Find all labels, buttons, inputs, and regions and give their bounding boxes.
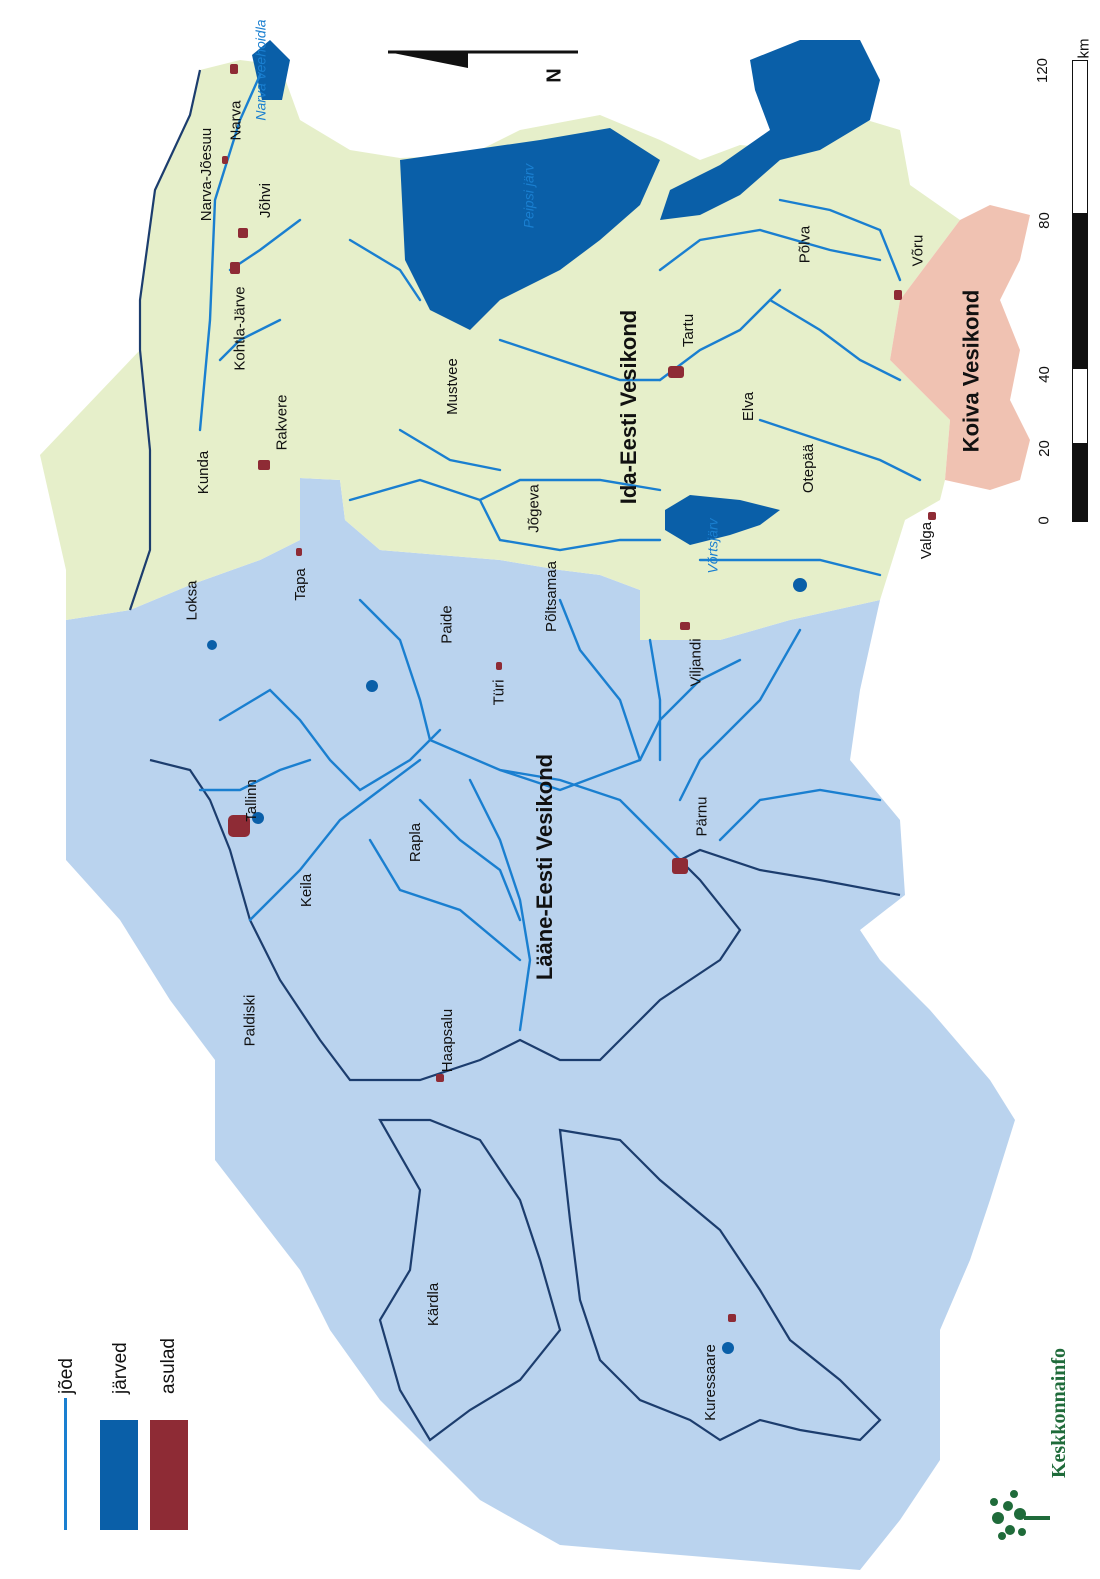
legend-rivers-label: jõed	[56, 1358, 77, 1394]
town-turi: Türi	[490, 679, 508, 706]
koiva-basin	[890, 205, 1030, 490]
town-narva-joesuu: Narva-Jõesuu	[198, 127, 216, 222]
town-mustvee: Mustvee	[443, 358, 461, 415]
town-haapsalu: Haapsalu	[439, 1008, 457, 1073]
town-paide: Paide	[438, 605, 456, 644]
laane-eesti-basin	[66, 478, 1015, 1570]
north-label: N	[543, 68, 566, 83]
town-parnu: Pärnu	[693, 796, 711, 837]
vortsjarv-lake	[665, 495, 780, 545]
town-rakvere: Rakvere	[273, 394, 291, 451]
town-tartu: Tartu	[680, 313, 698, 348]
scale-tick-20: 20	[1035, 440, 1053, 457]
koiva-label: Koiva Vesikond	[958, 289, 984, 453]
scale-bar	[1072, 60, 1088, 522]
brand-logo-text: Keskkonnainfo	[1048, 1347, 1070, 1478]
settlements	[222, 64, 936, 1322]
town-polva: Põlva	[796, 225, 814, 264]
town-kuressaare: Kuressaare	[701, 1344, 719, 1421]
ida-eesti-basin	[40, 60, 960, 640]
legend-settlements-label: asulad	[158, 1338, 179, 1394]
town-keila: Keila	[298, 873, 316, 908]
scale-unit: km	[1075, 38, 1093, 59]
town-voru: Võru	[909, 234, 927, 267]
narva-reservoir-label: Narva veehoidla	[252, 19, 269, 121]
town-elva: Elva	[740, 391, 758, 422]
lakes	[207, 40, 880, 1354]
town-tapa: Tapa	[291, 568, 309, 601]
scale-tick-80: 80	[1035, 212, 1053, 229]
town-tallinn: Tallinn	[242, 779, 260, 822]
tree-icon	[990, 1490, 1050, 1540]
vortsjarv-label: Võrtsjärv	[704, 518, 721, 574]
legend-river-swatch	[64, 1398, 67, 1530]
town-johvi: Jõhvi	[257, 182, 275, 219]
town-otepaa: Otepää	[800, 443, 818, 494]
town-viljandi: Viljandi	[687, 638, 705, 687]
north-arrow	[388, 50, 578, 68]
town-loksa: Loksa	[183, 580, 201, 621]
narva-reservoir	[252, 40, 290, 100]
town-paldiski: Paldiski	[241, 994, 259, 1047]
town-kunda: Kunda	[195, 450, 213, 495]
scale-tick-40: 40	[1035, 366, 1053, 383]
town-jogeva: Jõgeva	[525, 484, 543, 533]
town-rapla: Rapla	[407, 822, 425, 863]
scale-tick-120: 120	[1034, 57, 1052, 84]
scale-tick-0: 0	[1035, 516, 1053, 525]
pihkva-lake	[660, 40, 880, 220]
legend-lake-swatch	[100, 1420, 138, 1530]
ida-eesti-label: Ida-Eesti Vesikond	[616, 309, 642, 505]
town-kardla: Kärdla	[425, 1282, 443, 1327]
laane-eesti-label: Lääne-Eesti Vesikond	[532, 753, 558, 981]
legend-lakes-label: järved	[110, 1342, 131, 1394]
legend-settlement-swatch	[150, 1420, 188, 1530]
town-valga: Valga	[918, 521, 936, 560]
coastline	[128, 69, 901, 1442]
peipsi-label: Peipsi järv	[520, 163, 537, 229]
town-poltsamaa: Põltsamaa	[542, 561, 560, 632]
town-narva: Narva	[227, 100, 245, 141]
town-kohtla-jarve: Kohtla-Järve	[231, 286, 249, 371]
peipsi-lake	[400, 128, 660, 330]
rivers	[198, 73, 922, 1032]
